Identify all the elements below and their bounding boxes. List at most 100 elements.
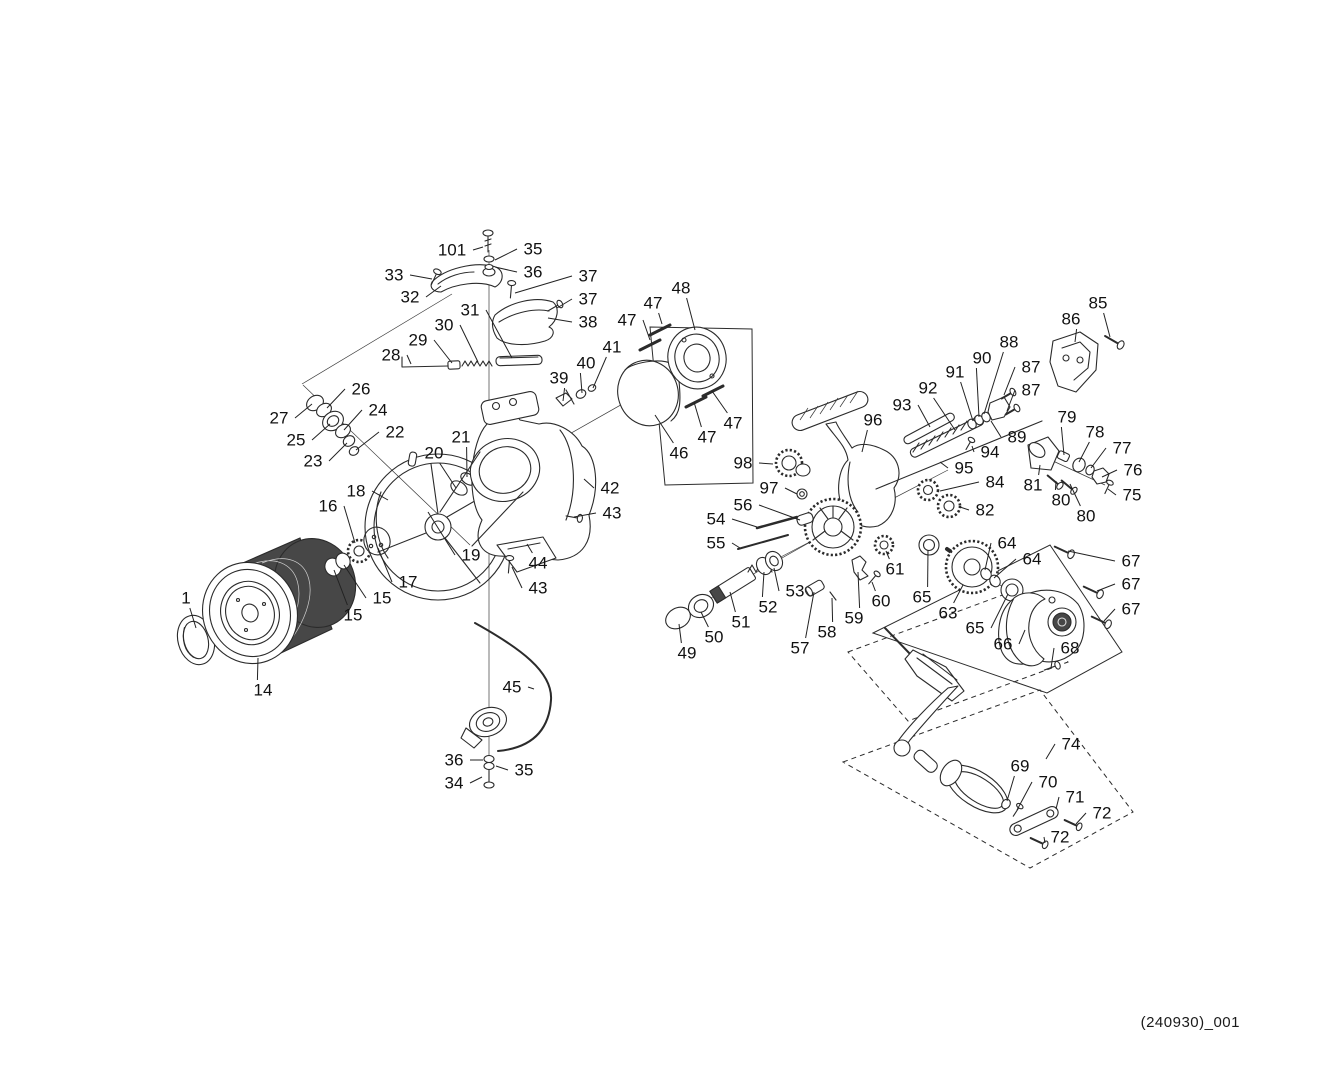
callout-88: 88 (983, 333, 1018, 415)
callout-66: 66 (994, 629, 1026, 654)
part-number: 33 (385, 266, 404, 285)
part-number: 72 (1093, 804, 1112, 823)
leader-line (773, 567, 780, 592)
callout-18: 18 (347, 482, 389, 501)
leader-line (333, 569, 348, 606)
callout-61: 61 (885, 550, 905, 579)
part-number: 43 (529, 579, 548, 598)
callout-75: 75 (1107, 486, 1142, 505)
callout-17: 17 (377, 547, 417, 592)
part-number: 44 (529, 554, 548, 573)
callouts-layer: 1141515161718192021222324252627282930313… (181, 240, 1142, 847)
part-number: 86 (1062, 310, 1081, 329)
handle-drawing (884, 627, 1083, 850)
part-number: 67 (1122, 600, 1141, 619)
leader-line (1006, 775, 1015, 802)
clutch-drawing (804, 534, 895, 601)
leader-line (693, 401, 702, 428)
callout-68: 68 (1050, 639, 1079, 669)
part-number: 52 (759, 598, 778, 617)
callout-96: 96 (861, 411, 883, 453)
callout-63: 63 (939, 584, 964, 623)
part-number: 75 (1123, 486, 1142, 505)
leader-line (485, 309, 513, 359)
leader-line (343, 409, 363, 431)
leader-line (731, 542, 741, 549)
callout-59: 59 (845, 571, 863, 628)
leader-line (1018, 629, 1026, 645)
callout-35: 35 (494, 240, 542, 261)
part-number: 28 (382, 346, 401, 365)
leader-line (1045, 743, 1056, 760)
leader-line (885, 550, 890, 560)
main-shaft-drawing (665, 550, 784, 630)
callout-20: 20 (425, 444, 457, 489)
part-number: 15 (344, 606, 363, 625)
leader-line (729, 591, 736, 613)
leader-line (406, 354, 412, 365)
leader-line (1074, 328, 1078, 343)
callout-78: 78 (1078, 423, 1105, 463)
callout-30: 30 (435, 316, 479, 363)
callout-25: 25 (287, 423, 331, 450)
part-number: 26 (352, 380, 371, 399)
callout-101: 101 (438, 241, 484, 260)
leader-line (1075, 812, 1087, 825)
callout-14: 14 (254, 657, 272, 700)
leader-line (433, 339, 453, 364)
part-number: 46 (670, 444, 689, 463)
leader-line (960, 381, 974, 422)
leader-line (514, 275, 573, 294)
leader-line (939, 461, 949, 469)
callout-51: 51 (729, 591, 751, 632)
part-number: 60 (872, 592, 891, 611)
part-number: 61 (886, 560, 905, 579)
part-number: 87 (1022, 381, 1041, 400)
part-number: 81 (1024, 476, 1043, 495)
callout-47: 47 (618, 311, 651, 341)
part-number: 37 (579, 267, 598, 286)
part-number: 58 (818, 623, 837, 642)
part-number: 51 (732, 613, 751, 632)
callout-56: 56 (734, 496, 801, 521)
part-number: 67 (1122, 575, 1141, 594)
callout-77: 77 (1090, 439, 1131, 469)
leader-line (343, 564, 367, 599)
leader-line (953, 584, 964, 604)
leader-line (511, 566, 523, 589)
part-number: 74 (1062, 735, 1081, 754)
part-number: 98 (734, 454, 753, 473)
callout-69: 69 (1006, 757, 1029, 802)
part-number: 49 (678, 644, 697, 663)
part-number: 35 (515, 761, 534, 780)
leader-line (1016, 781, 1033, 811)
callout-43: 43 (573, 504, 622, 523)
part-number: 78 (1086, 423, 1105, 442)
leader-line (377, 547, 393, 583)
part-number: 43 (603, 504, 622, 523)
leader-line (371, 490, 389, 501)
part-number: 47 (724, 414, 743, 433)
leader-line (409, 274, 433, 280)
callout-29: 29 (409, 331, 453, 364)
guard-drawing (1049, 331, 1125, 393)
leader-line (983, 351, 1004, 415)
part-number: 19 (462, 546, 481, 565)
leader-line (526, 543, 533, 554)
part-number: 53 (786, 582, 805, 601)
leader-line (990, 420, 1002, 438)
part-number: 36 (445, 751, 464, 770)
leader-line (1107, 488, 1117, 496)
leader-line (1006, 389, 1016, 412)
callout-90: 90 (973, 349, 991, 418)
part-number: 96 (864, 411, 883, 430)
leader-line (556, 298, 573, 309)
callout-57: 57 (791, 591, 815, 658)
spring-set-drawing (401, 354, 543, 370)
bail-wire-drawing (460, 622, 553, 789)
leader-line (990, 593, 1009, 629)
leader-line (328, 442, 348, 462)
callout-39: 39 (550, 369, 568, 402)
callout-16: 16 (319, 497, 356, 544)
callout-15: 15 (343, 564, 391, 608)
